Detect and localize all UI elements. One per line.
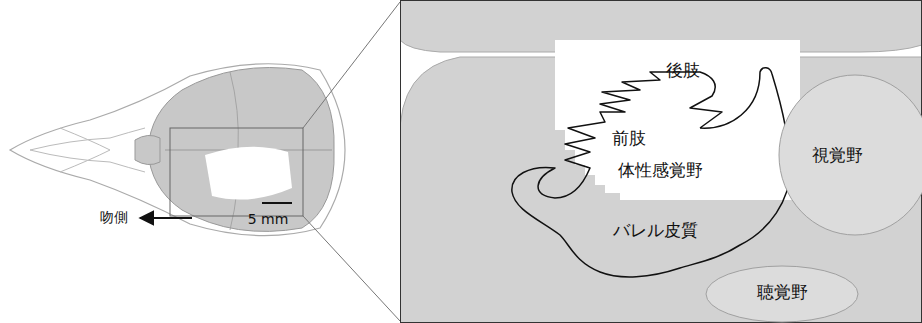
orientation-arrow xyxy=(140,218,192,219)
cortex-map xyxy=(400,0,922,323)
brain-area: 視覚野 xyxy=(775,75,922,235)
hindlimb-label: 後肢 xyxy=(666,61,700,80)
scale-label: 5 mm xyxy=(248,212,289,227)
skull-drawing xyxy=(10,2,400,321)
scale-bar xyxy=(262,203,292,204)
area-label: バレル皮質 xyxy=(613,221,698,240)
area-name: 聴覚野 xyxy=(757,281,808,304)
area-label: 体性感覚野 xyxy=(618,161,703,180)
forelimb-label: 前肢 xyxy=(612,129,646,148)
zoom-frame xyxy=(401,1,922,323)
brain-area: 聴覚野 xyxy=(706,266,858,322)
direction-label: 吻側 xyxy=(100,210,128,225)
area-name: 視覚野 xyxy=(812,144,863,167)
